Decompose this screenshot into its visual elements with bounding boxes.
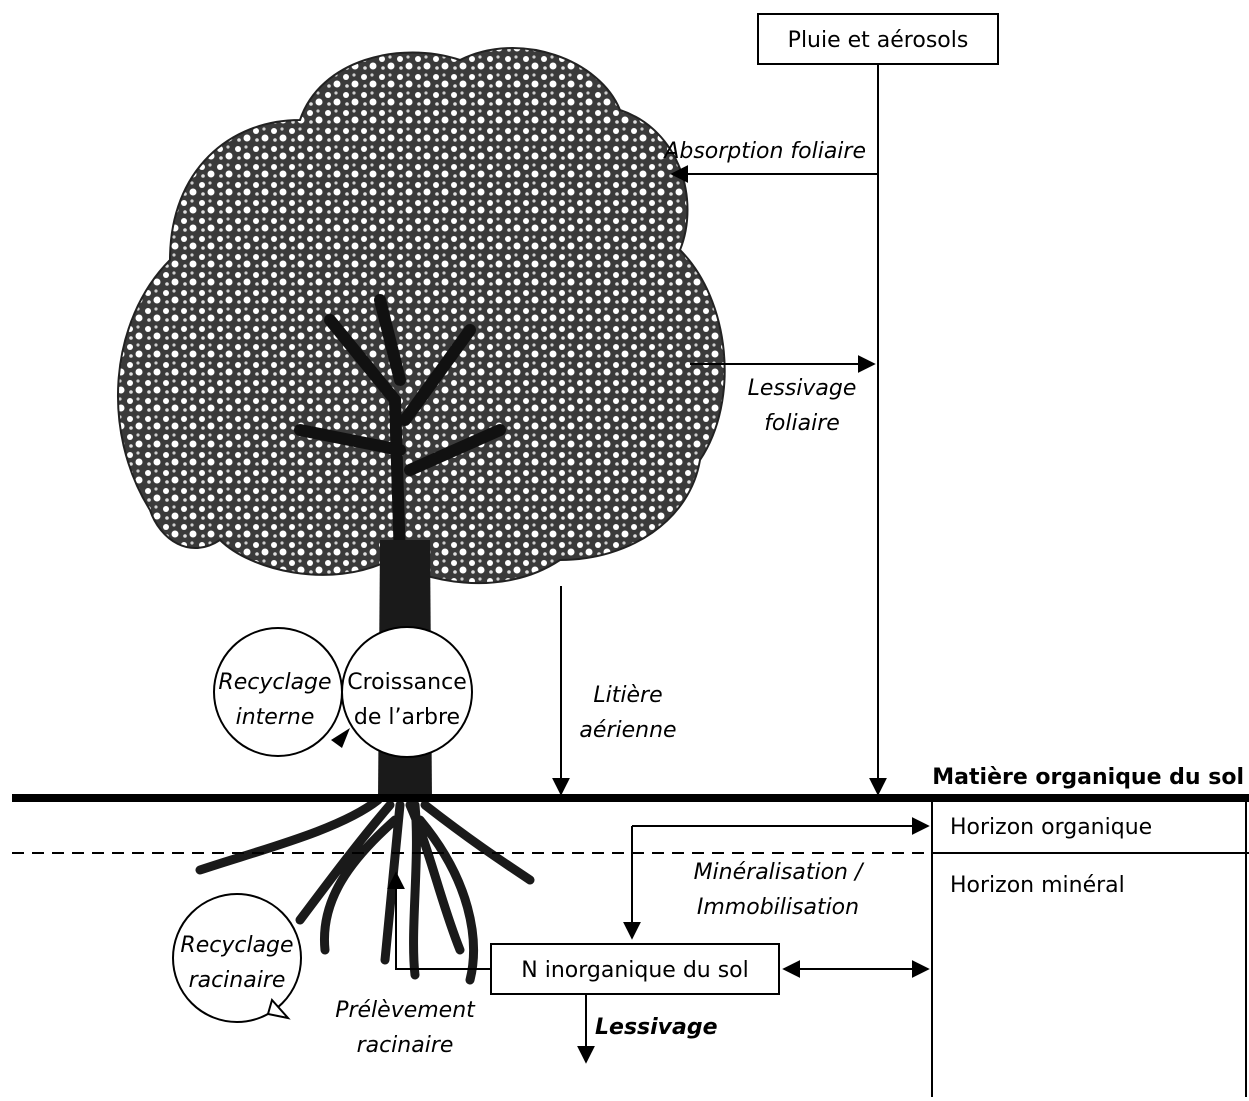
mineralisation-label-2: Immobilisation — [697, 895, 859, 920]
tree-growth-label-1: Croissance — [347, 670, 466, 695]
litter-label-1: Litière — [593, 683, 662, 708]
leaf-leaching-label-1: Lessivage — [748, 376, 857, 401]
rain-box — [757, 13, 999, 65]
internal-recycling-label-1: Recyclage — [218, 670, 331, 695]
tree-growth-label-2: de l’arbre — [354, 705, 460, 730]
root-recycling-label-1: Recyclage — [180, 933, 293, 958]
tree-canopy — [117, 47, 726, 585]
root-uptake-label-2: racinaire — [357, 1033, 454, 1058]
root-recycling-arrowhead — [266, 997, 291, 1020]
horizon-mineral-label: Horizon minéral — [950, 873, 1125, 898]
soil-om-title: Matière organique du sol — [932, 765, 1244, 790]
leaf-leaching-label-2: foliaire — [764, 411, 840, 436]
soil-leaching-label: Lessivage — [595, 1015, 718, 1040]
absorption-label: Absorption foliaire — [662, 139, 866, 164]
tree-branches — [294, 294, 506, 566]
internal-recycling-label-2: interne — [236, 705, 315, 730]
tree-illustration — [117, 47, 726, 985]
root-recycling-label-2: racinaire — [189, 968, 286, 993]
root-recycling-circle — [172, 893, 302, 1023]
soil-inorganic-n-label: N inorganique du sol — [521, 958, 749, 983]
horizon-organic-label: Horizon organique — [950, 815, 1152, 840]
root-uptake-label-1: Prélèvement — [335, 998, 476, 1023]
internal-recycling-arrowhead — [331, 728, 350, 748]
root-uptake-arrow — [387, 871, 491, 970]
mineralisation-label-1: Minéralisation / — [694, 860, 865, 885]
rain-box-label: Pluie et aérosols — [788, 28, 969, 53]
tree-growth-circle — [341, 626, 473, 758]
litter-label-2: aérienne — [579, 718, 676, 743]
